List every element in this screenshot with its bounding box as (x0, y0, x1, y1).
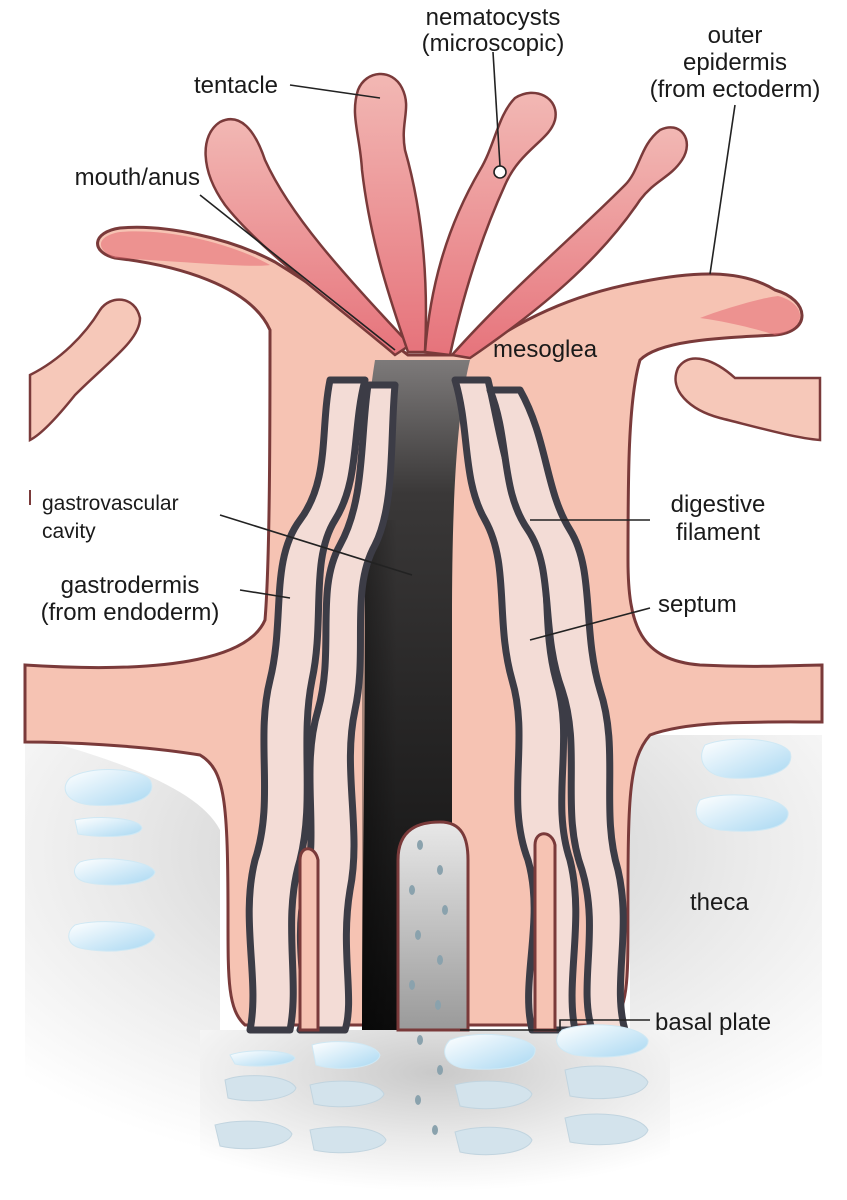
neighbouring-polyp-left (28, 298, 142, 505)
label-digestive-filament-line1: digestive (671, 491, 766, 518)
neighbouring-polyp-right (674, 357, 822, 442)
tentacle-center-left (353, 72, 428, 354)
oral-disc-rim (100, 231, 270, 266)
tentacles (204, 72, 689, 360)
label-nematocysts-line1: nematocysts (426, 4, 561, 31)
label-gastrodermis-line1: gastrodermis (61, 572, 200, 599)
label-basal-plate: basal plate (655, 1009, 771, 1036)
skeleton-plates-lower (214, 1065, 649, 1156)
label-outer-epidermis-line3: (from ectoderm) (650, 76, 821, 103)
label-mouth-anus: mouth/anus (75, 164, 200, 191)
label-theca: theca (690, 889, 749, 916)
fold-left-2 (296, 381, 399, 1034)
label-nematocysts-line2: (microscopic) (422, 30, 565, 57)
label-tentacle: tentacle (194, 72, 278, 99)
label-mesoglea: mesoglea (493, 336, 598, 363)
label-outer-epidermis-line1: outer (708, 22, 763, 49)
skeleton-plates (64, 738, 792, 1070)
label-outer-epidermis-line2: epidermis (683, 49, 787, 76)
nematocyst-marker (493, 165, 507, 179)
tentacle-left (204, 118, 412, 357)
label-gastrovascular-line1: gastrovascular (42, 492, 179, 515)
label-gastrodermis-line2: (from endoderm) (41, 599, 220, 626)
oral-disc-rim-right (700, 296, 801, 335)
label-gastrovascular-line2: cavity (42, 520, 96, 543)
columella (396, 820, 470, 1032)
tentacle-center (423, 91, 557, 357)
columella-pores (409, 840, 448, 1135)
tentacle-right (449, 126, 689, 360)
fold-left-1 (245, 376, 369, 1034)
label-digestive-filament-line2: filament (676, 519, 760, 546)
label-septum: septum (658, 591, 737, 618)
septa-bottom (298, 832, 557, 1032)
leader-lines (199, 51, 736, 1031)
